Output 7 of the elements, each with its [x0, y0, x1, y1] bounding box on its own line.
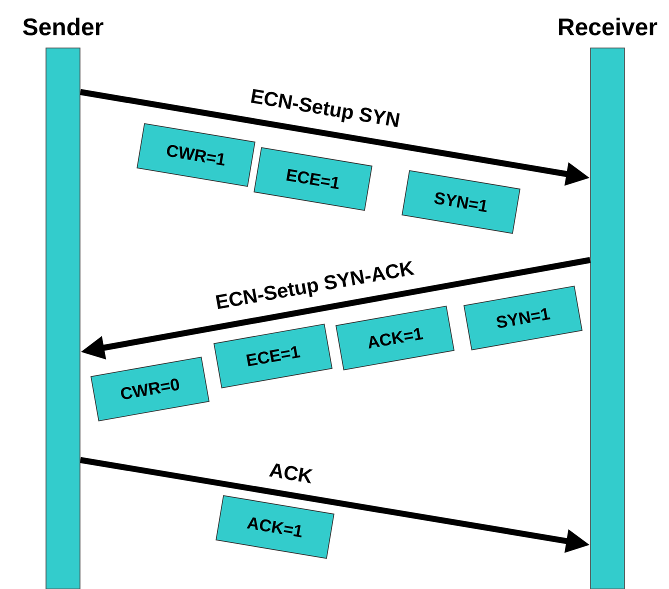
flag-box: CWR=1 — [136, 123, 256, 187]
node-label: Sender — [23, 18, 104, 36]
flag-box: SYN=1 — [402, 170, 520, 234]
flag-box: ECE=1 — [254, 147, 372, 211]
edge-label: ACK — [269, 464, 313, 484]
flag-box: ACK=1 — [216, 495, 334, 559]
node-label: Receiver — [559, 18, 658, 36]
